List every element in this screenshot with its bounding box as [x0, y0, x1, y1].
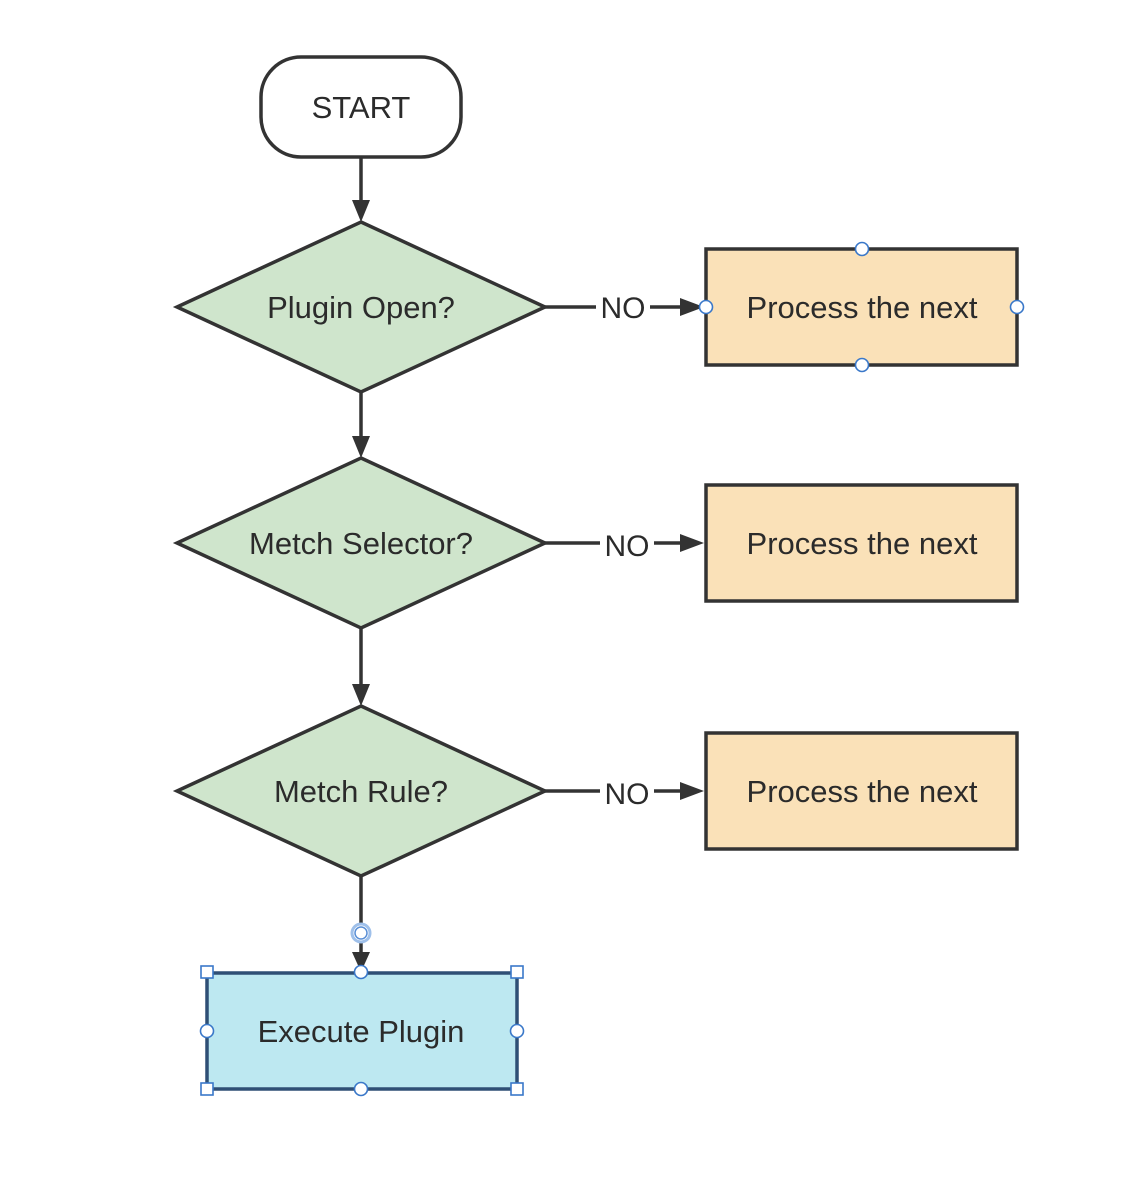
connection-handle-bottom[interactable]: [854, 357, 870, 373]
connector-match-selector-to-match-rule[interactable]: [352, 628, 370, 706]
connection-handle-right[interactable]: [509, 1023, 525, 1039]
process-next-2[interactable]: Process the next: [704, 483, 1019, 603]
decision-match-selector-label: Metch Selector?: [249, 526, 473, 561]
connection-handle-top[interactable]: [854, 241, 870, 257]
connection-handle-left[interactable]: [698, 299, 714, 315]
start-label: START: [312, 90, 411, 125]
execute-plugin-node[interactable]: Execute Plugin: [199, 964, 525, 1097]
resize-handle-bottom-left[interactable]: [200, 1082, 214, 1096]
connector-no-3[interactable]: NO: [545, 778, 704, 811]
resize-handle-top-right[interactable]: [510, 965, 524, 979]
edge-label-no-3: NO: [605, 778, 650, 811]
process-next-1-label: Process the next: [747, 290, 978, 325]
decision-shape: [172, 704, 550, 878]
process-shape: [704, 483, 1019, 603]
process-next-3-label: Process the next: [747, 774, 978, 809]
decision-shape: [172, 456, 550, 630]
process-next-3[interactable]: Process the next: [704, 731, 1019, 851]
execute-plugin-label: Execute Plugin: [258, 1014, 465, 1049]
connection-handle-bottom[interactable]: [353, 1081, 369, 1097]
process-shape: [704, 731, 1019, 851]
connection-handle-left[interactable]: [199, 1023, 215, 1039]
process-next-2-label: Process the next: [747, 526, 978, 561]
decision-match-rule[interactable]: Metch Rule?: [172, 704, 550, 878]
edge-endpoint-handle[interactable]: [350, 922, 372, 944]
connection-handle-right[interactable]: [1009, 299, 1025, 315]
process-next-1[interactable]: Process the next: [698, 241, 1025, 373]
start-node[interactable]: START: [259, 55, 463, 159]
resize-handle-top-left[interactable]: [200, 965, 214, 979]
resize-handle-bottom-right[interactable]: [510, 1082, 524, 1096]
decision-plugin-open[interactable]: Plugin Open?: [172, 220, 550, 394]
execute-plugin-shape: [205, 971, 519, 1091]
decision-match-selector[interactable]: Metch Selector?: [172, 456, 550, 630]
edge-label-no-1: NO: [601, 292, 646, 325]
connector-no-2[interactable]: NO: [545, 530, 704, 563]
connection-handle-top[interactable]: [353, 964, 369, 980]
connector-plugin-open-to-match-selector[interactable]: [352, 392, 370, 458]
connector-no-1[interactable]: NO: [545, 292, 704, 325]
decision-match-rule-label: Metch Rule?: [274, 774, 448, 809]
decision-plugin-open-label: Plugin Open?: [267, 290, 455, 325]
start-shape: [259, 55, 463, 159]
edge-label-no-2: NO: [605, 530, 650, 563]
connector-start-to-plugin-open[interactable]: [352, 158, 370, 222]
decision-shape: [172, 220, 550, 394]
